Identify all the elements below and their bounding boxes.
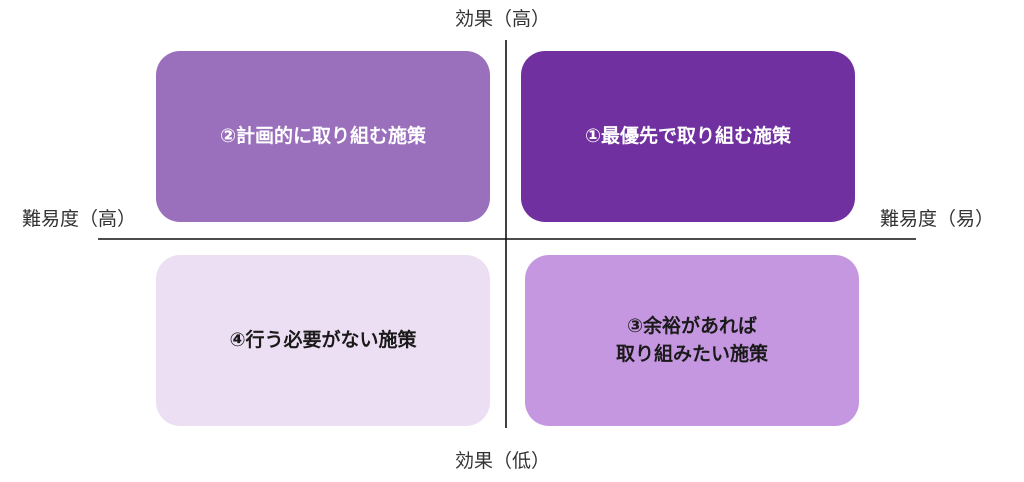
quadrant-label: ④行う必要がない施策: [229, 328, 417, 351]
quadrant-bottom-right: ③余裕があれば 取り組みたい施策: [525, 255, 859, 426]
x-axis-right-label: 難易度（易）: [880, 208, 995, 230]
quadrant-top-left: ②計画的に取り組む施策: [156, 51, 490, 222]
quadrant-label: ②計画的に取り組む施策: [219, 124, 427, 147]
quadrant-label: ①最優先で取り組む施策: [584, 124, 792, 147]
quadrant-top-right: ①最優先で取り組む施策: [521, 51, 855, 222]
quadrant-bottom-left: ④行う必要がない施策: [156, 255, 490, 426]
quadrant-label: ③余裕があれば 取り組みたい施策: [615, 314, 768, 365]
x-axis-left-label: 難易度（高）: [22, 208, 137, 230]
y-axis-top-label: 効果（高）: [455, 8, 551, 30]
y-axis-bottom-label: 効果（低）: [455, 450, 551, 472]
